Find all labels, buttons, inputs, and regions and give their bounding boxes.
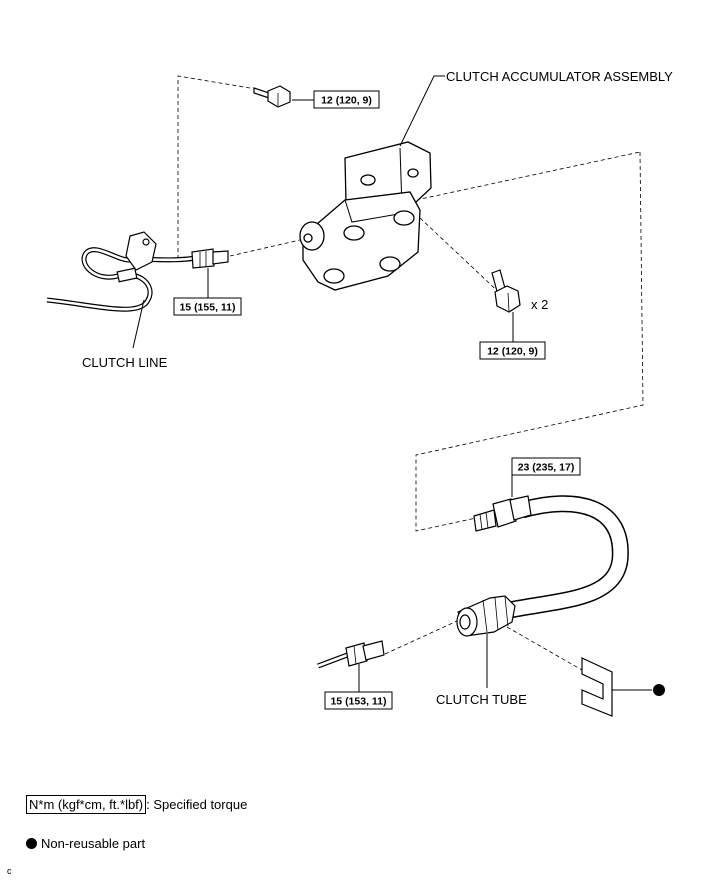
flare-nut-line: [191, 248, 229, 269]
clutch-tube: [508, 495, 629, 619]
body-bolts: [323, 210, 415, 284]
legend-torque-unit: N*m (kgf*cm, ft.*lbf): [26, 795, 147, 814]
svg-text:12 (120, 9): 12 (120, 9): [321, 95, 372, 107]
alignment-lines: [177, 75, 644, 671]
legend-nonreusable-text: Non-reusable part: [41, 836, 146, 851]
svg-text:12 (120, 9): 12 (120, 9): [487, 346, 538, 358]
leader-lines: [132, 75, 652, 692]
label-quantity: x 2: [531, 297, 548, 312]
lower-line: [317, 651, 351, 669]
bolt-side: [491, 269, 521, 313]
torque-clutch-line-nut: 15 (155, 11): [173, 297, 242, 316]
svg-text:15 (155, 11): 15 (155, 11): [179, 302, 235, 314]
torque-bolt-top: 12 (120, 9): [313, 90, 380, 109]
label-clutch-tube: CLUTCH TUBE: [436, 692, 527, 707]
torque-bolt-side: 12 (120, 9): [479, 341, 546, 360]
flare-nut-lower: [345, 640, 385, 667]
bolt-top: [253, 85, 291, 108]
legend-torque: N*m (kgf*cm, ft.*lbf): Specified torque: [26, 795, 248, 814]
tube-upper-fitting: [473, 495, 532, 532]
label-clutch-line: CLUTCH LINE: [82, 355, 168, 370]
label-clutch-accumulator: CLUTCH ACCUMULATOR ASSEMBLY: [446, 69, 673, 84]
clutch-accumulator-assembly: [299, 141, 432, 291]
clip: [581, 657, 613, 717]
svg-text:15 (153, 11): 15 (153, 11): [330, 696, 386, 708]
svg-text:23 (235, 17): 23 (235, 17): [518, 462, 575, 474]
non-reusable-marker-icon: [653, 684, 665, 696]
line-clamp: [116, 231, 157, 283]
legend-torque-desc: : Specified torque: [146, 797, 248, 812]
torque-tube-upper: 23 (235, 17): [511, 457, 581, 476]
legend-nonreusable: Non-reusable part: [26, 836, 145, 851]
tube-lower-fitting: [456, 595, 516, 637]
filled-dot-icon: [26, 838, 37, 849]
torque-tube-lower: 15 (153, 11): [324, 691, 393, 710]
corner-mark: c: [7, 866, 12, 876]
